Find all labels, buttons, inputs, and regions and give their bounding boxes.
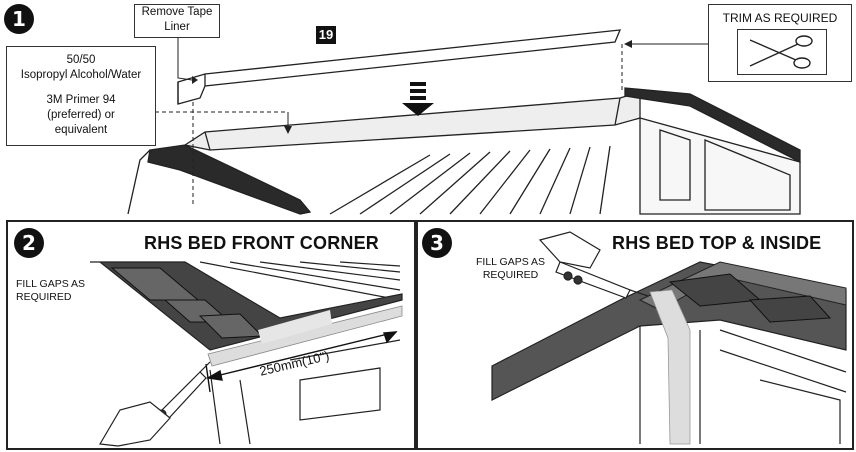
remove-tape-callout: Remove Tape Liner xyxy=(134,4,220,38)
fill-gaps-line-1: FILL GAPS AS xyxy=(16,278,86,290)
fill-gaps-line-2: REQUIRED xyxy=(482,269,539,281)
scissors-box xyxy=(737,29,827,75)
fill-gaps-line-1: FILL GAPS AS xyxy=(476,256,546,268)
step-2-number: 2 xyxy=(14,228,44,258)
prep-line-5: equivalent xyxy=(54,124,108,136)
step-2-fill-gaps-label: FILL GAPS AS REQUIRED xyxy=(16,278,85,304)
step-1-number: 1 xyxy=(4,4,34,34)
part-tag: 19 xyxy=(316,26,336,44)
bed-front-wall xyxy=(183,91,641,151)
bed-rail-cap xyxy=(491,261,847,401)
down-arrow-icon xyxy=(402,82,434,116)
scissors-icon xyxy=(749,35,813,69)
step-3-title: RHS BED TOP & INSIDE xyxy=(612,233,822,253)
remove-tape-line-2: Liner xyxy=(164,21,190,33)
surface-prep-callout: 50/50 Isopropyl Alcohol/Water 3M Primer … xyxy=(6,46,156,146)
trim-label: TRIM AS REQUIRED xyxy=(722,11,838,25)
remove-tape-line-1: Remove Tape xyxy=(141,6,213,18)
step-2-title: RHS BED FRONT CORNER xyxy=(144,233,380,253)
step-3-number: 3 xyxy=(422,228,452,258)
step-2-panel xyxy=(6,220,418,450)
prep-line-4: (preferred) or xyxy=(47,109,115,121)
trim-callout: TRIM AS REQUIRED xyxy=(708,4,852,82)
fill-gaps-line-2: REQUIRED xyxy=(16,291,72,303)
step-3-fill-gaps-label: FILL GAPS AS REQUIRED xyxy=(476,256,545,282)
bed-cap-strip xyxy=(177,29,622,105)
prep-line-1: 50/50 xyxy=(66,54,96,66)
step-3-panel xyxy=(414,220,854,450)
prep-line-3: 3M Primer 94 xyxy=(46,94,116,106)
prep-line-2: Isopropyl Alcohol/Water xyxy=(20,69,142,81)
